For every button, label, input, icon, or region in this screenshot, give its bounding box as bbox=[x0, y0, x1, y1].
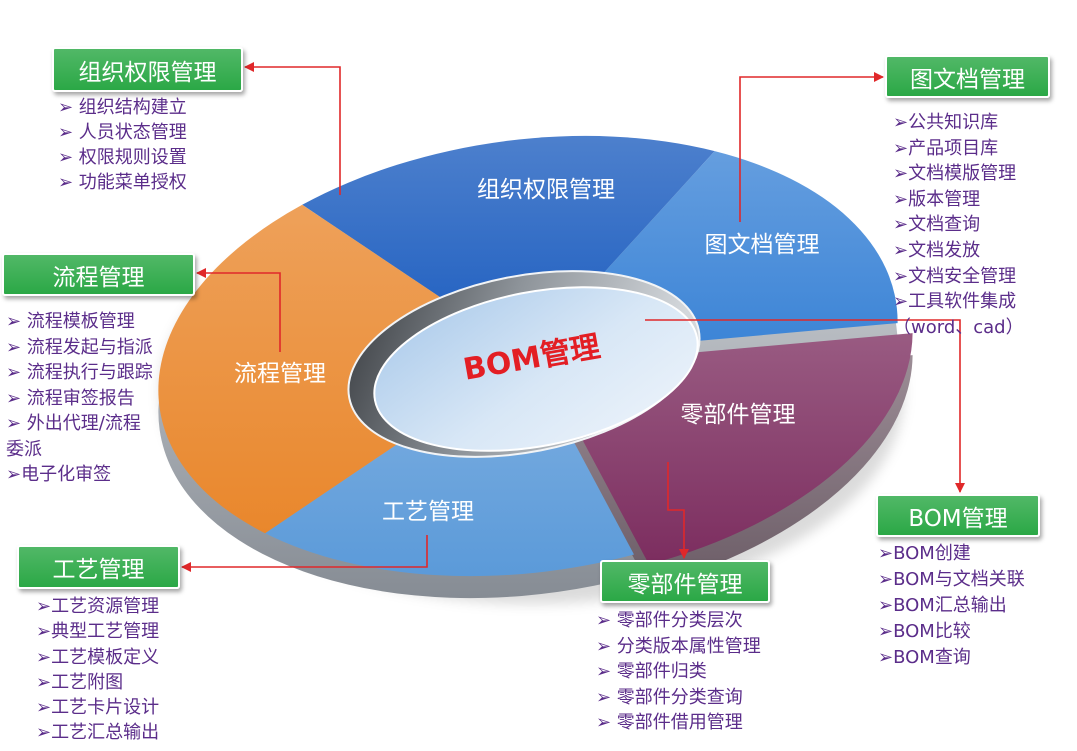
label-box-org[interactable]: 组织权限管理 bbox=[52, 47, 243, 92]
list-item: （word、cad） bbox=[893, 316, 1024, 338]
list-item: ➢文档安全管理 bbox=[893, 265, 1017, 287]
segment-label-part: 零部件管理 bbox=[681, 402, 796, 428]
list-item: ➢ 权限规则设置 bbox=[58, 147, 187, 168]
list-item: ➢工艺卡片设计 bbox=[36, 697, 160, 719]
connector-arrow-doc bbox=[739, 72, 884, 222]
list-item: 委派 bbox=[6, 438, 42, 460]
list-part: ➢ 零部件分类层次 ➢ 分类版本属性管理 ➢ 零部件归类 ➢ 零部件分类查询 ➢… bbox=[596, 608, 761, 736]
list-item: ➢BOM创建 bbox=[878, 543, 971, 564]
segment-org-permission[interactable] bbox=[302, 135, 715, 356]
list-item: ➢公共知识库 bbox=[893, 112, 999, 133]
label-box-doc[interactable]: 图文档管理 bbox=[885, 55, 1050, 98]
list-item: ➢BOM与文档关联 bbox=[878, 569, 1025, 590]
label-box-craft[interactable]: 工艺管理 bbox=[17, 545, 180, 589]
list-item: ➢ 人员状态管理 bbox=[58, 122, 187, 143]
segment-label-craft: 工艺管理 bbox=[382, 499, 474, 525]
label-box-bom[interactable]: BOM管理 bbox=[876, 494, 1040, 537]
list-flow: ➢ 流程模板管理 ➢ 流程发起与指派 ➢ 流程执行与跟踪 ➢ 流程审签报告 ➢ … bbox=[6, 309, 153, 488]
list-item: ➢ 零部件借用管理 bbox=[596, 712, 743, 733]
connector-arrow-part bbox=[667, 462, 689, 559]
list-item: ➢ 分类版本属性管理 bbox=[596, 635, 761, 657]
list-item: ➢ 外出代理/流程 bbox=[6, 413, 141, 434]
segment-label-flow: 流程管理 bbox=[234, 361, 326, 387]
list-item: ➢产品项目库 bbox=[893, 137, 999, 159]
list-item: ➢ 流程执行与跟踪 bbox=[6, 362, 153, 383]
list-item: ➢BOM比较 bbox=[878, 621, 971, 642]
list-doc: ➢公共知识库 ➢产品项目库 ➢文档模版管理 ➢版本管理 ➢文档查询 ➢文档发放 … bbox=[893, 110, 1024, 340]
label-box-flow[interactable]: 流程管理 bbox=[2, 253, 195, 296]
list-item: ➢工具软件集成 bbox=[893, 291, 1017, 313]
list-item: ➢工艺汇总输出 bbox=[36, 722, 160, 744]
list-item: ➢版本管理 bbox=[893, 188, 981, 210]
list-item: ➢ 零部件归类 bbox=[596, 661, 707, 682]
list-item: ➢典型工艺管理 bbox=[36, 621, 160, 643]
connector-arrow-craft bbox=[181, 535, 428, 572]
list-item: ➢文档发放 bbox=[893, 239, 981, 261]
list-item: ➢文档模版管理 bbox=[893, 163, 1017, 185]
list-item: ➢工艺资源管理 bbox=[36, 596, 160, 617]
list-org: ➢ 组织结构建立 ➢ 人员状态管理 ➢ 权限规则设置 ➢ 功能菜单授权 bbox=[58, 95, 187, 195]
list-item: ➢ 零部件分类层次 bbox=[596, 610, 743, 631]
list-item: ➢ 流程审签报告 bbox=[6, 387, 135, 409]
connector-arrow-org bbox=[244, 62, 341, 195]
list-item: ➢文档查询 bbox=[893, 214, 981, 236]
list-item: ➢BOM汇总输出 bbox=[878, 595, 1007, 616]
list-item: ➢ 组织结构建立 bbox=[58, 97, 187, 118]
list-item: ➢BOM查询 bbox=[878, 647, 971, 668]
segment-workflow[interactable] bbox=[158, 204, 529, 534]
list-item: ➢工艺附图 bbox=[36, 671, 124, 693]
connector-arrow-bom bbox=[645, 319, 965, 493]
list-item: ➢ 流程发起与指派 bbox=[6, 336, 153, 358]
ring-hole-center[interactable] bbox=[360, 262, 711, 476]
list-bom: ➢BOM创建 ➢BOM与文档关联 ➢BOM汇总输出 ➢BOM比较 ➢BOM查询 bbox=[878, 541, 1025, 671]
list-item: ➢ 流程模板管理 bbox=[6, 311, 135, 332]
list-item: ➢ 零部件分类查询 bbox=[596, 686, 743, 708]
list-item: ➢工艺模板定义 bbox=[36, 646, 160, 668]
list-craft: ➢工艺资源管理 ➢典型工艺管理 ➢工艺模板定义 ➢工艺附图 ➢工艺卡片设计 ➢工… bbox=[36, 594, 159, 746]
list-item: ➢ 功能菜单授权 bbox=[58, 172, 187, 193]
segment-label-org: 组织权限管理 bbox=[477, 177, 615, 203]
label-box-part[interactable]: 零部件管理 bbox=[600, 560, 770, 603]
segment-label-doc: 图文档管理 bbox=[705, 232, 820, 258]
connector-arrow-flow bbox=[196, 268, 281, 352]
list-item: ➢电子化审签 bbox=[6, 464, 112, 485]
